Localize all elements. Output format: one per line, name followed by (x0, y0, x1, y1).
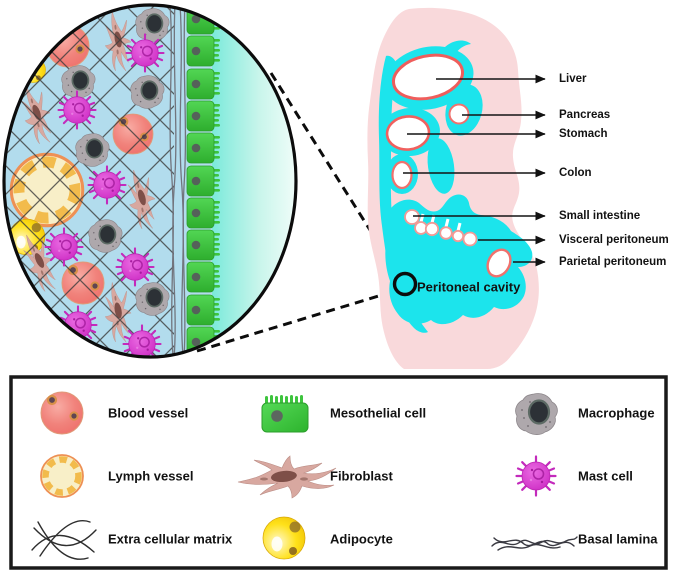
legend-label-macrophage: Macrophage (578, 405, 655, 420)
mast-cell-icon (44, 227, 84, 267)
peritoneal-cavity-marker-circle (392, 271, 418, 297)
mesothelial-cell-icon (186, 68, 221, 100)
label-stomach: Stomach (559, 128, 608, 140)
mesothelial-cell-icon (186, 326, 221, 357)
pancreas-shape (448, 103, 470, 125)
label-liver: Liver (559, 73, 587, 85)
mesothelial-cell-icon (186, 197, 221, 229)
label-colon: Colon (559, 167, 592, 179)
mast-cell-icon (115, 247, 155, 287)
legend-label-lymph-vessel: Lymph vessel (108, 468, 194, 483)
lymph-vessel-icon (41, 455, 83, 497)
mesothelial-cell-icon (186, 261, 221, 293)
mast-cell-icon (57, 90, 97, 130)
legend-box: Blood vessel Lymph vessel Extra cellular… (9, 375, 668, 570)
mast-cell-icon (125, 33, 165, 73)
mast-cell-icon (515, 455, 557, 497)
inset-circle-outline (2, 3, 298, 359)
annotation-arrows (403, 74, 546, 267)
peritoneal-cavity-gradient (212, 5, 296, 357)
label-pancreas: Pancreas (559, 109, 610, 121)
mesothelial-cell-icon (186, 35, 221, 67)
legend-label-fibroblast: Fibroblast (330, 468, 394, 483)
colon-shape (391, 160, 413, 190)
liver-shape (391, 53, 465, 101)
label-small-intestine: Small intestine (559, 210, 640, 222)
mast-cell-icon (87, 165, 127, 205)
legend-label-mesothelial-cell: Mesothelial cell (330, 405, 426, 420)
mesothelial-cell-icon (186, 294, 221, 326)
inset-magnified-peritoneum (2, 3, 298, 359)
label-visceral-peritoneum: Visceral peritoneum (559, 234, 669, 246)
organs (385, 53, 512, 278)
legend-label-extra-cellular-matrix: Extra cellular matrix (108, 531, 233, 546)
body-cross-section (367, 7, 539, 369)
adipocyte-icon (262, 516, 306, 560)
mesothelial-cell-icon (186, 132, 221, 164)
legend-label-blood-vessel: Blood vessel (108, 405, 188, 420)
legend-label-basal-lamina: Basal lamina (578, 531, 658, 546)
label-peritoneal-cavity: Peritoneal cavity (417, 279, 521, 294)
basal-lamina-icon (169, 5, 187, 357)
legend-label-mast-cell: Mast cell (578, 468, 633, 483)
stomach-shape (385, 115, 431, 151)
label-parietal-peritoneum: Parietal peritoneum (559, 256, 666, 268)
legend-label-adipocyte: Adipocyte (330, 531, 393, 546)
mesothelial-cell-icon (186, 100, 221, 132)
organ-labels: Liver Pancreas Stomach Colon Small intes… (417, 73, 669, 294)
mesothelial-cell-icon (186, 165, 221, 197)
parietal-peritoneum-shape (486, 248, 512, 278)
mesothelial-cell-icon (186, 229, 221, 261)
blood-vessel-icon (39, 390, 85, 436)
